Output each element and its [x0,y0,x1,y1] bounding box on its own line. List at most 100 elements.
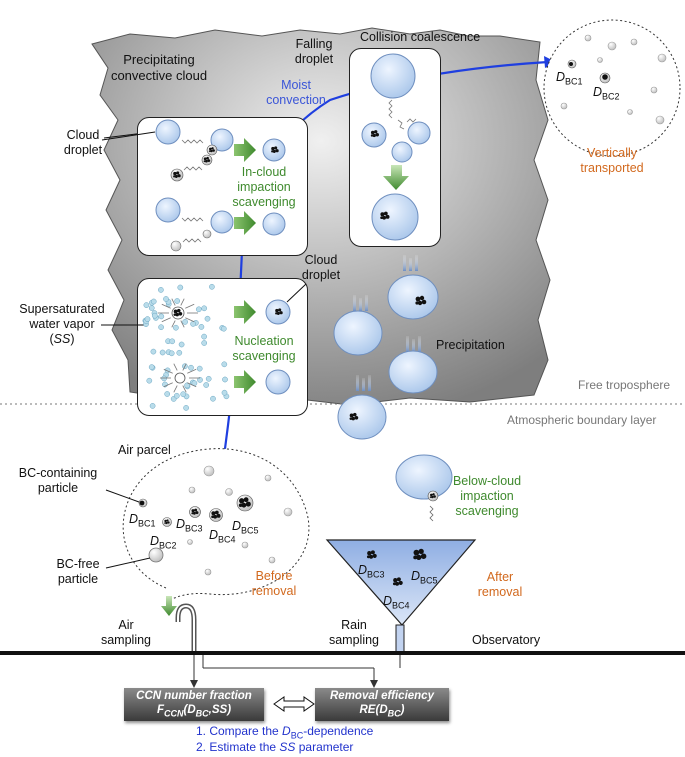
vapor-droplet [150,348,157,355]
ccn-formula: FCCN(DBC,SS) [156,704,232,719]
double-arrow [273,696,315,712]
air-dbc5: DBC5 [232,519,259,536]
vapor-flux-arrow [171,320,176,328]
collision-contents [361,53,431,241]
vapor-flux-arrow [180,320,185,328]
vapor-flux-arrow [171,298,176,306]
vapor-droplet [180,391,187,398]
vapor-droplet [195,306,202,313]
vapor-droplet [222,376,228,383]
vapor-droplet [196,365,203,372]
in-cloud-contents [155,119,286,252]
vapor-droplet [146,377,153,384]
air-parcel-label: Air parcel [118,443,171,457]
vapor-droplet [143,302,150,308]
vapor-droplet [151,312,158,319]
transported-dbc2: DBC2 [593,85,620,102]
ccn-fraction-box: CCN number fraction FCCN(DBC,SS) [124,688,264,721]
re-title: Removal efficiency [330,690,434,702]
air-parcel-outline [122,448,310,612]
vapor-flux-arrow [185,303,195,309]
vapor-droplet [144,316,151,322]
observatory-label: Observatory [472,633,541,647]
air-dbc2: DBC2 [150,534,177,551]
vapor-droplet [158,324,164,331]
rain-dbc3: DBC3 [358,563,385,580]
vapor-droplet [163,296,169,302]
vapor-droplet [183,405,189,411]
re-formula: RE(DBC) [359,704,405,719]
vapor-flux-arrow [187,382,197,388]
vapor-flux-arrow [161,303,171,309]
cloud-droplet-leader [101,131,156,141]
removal-efficiency-box: Removal efficiency RE(DBC) [315,688,449,721]
vapor-droplet [221,389,228,396]
vapor-flux-arrow [173,385,178,393]
vapor-droplet [178,341,185,348]
vapor-flux-arrow [161,317,171,323]
transported-dbc1: DBC1 [556,70,583,87]
vapor-droplet [201,340,208,346]
vapor-droplet [184,382,190,389]
vapor-droplet [148,364,155,370]
vapor-flux-arrow [180,298,185,306]
vapor-flux-arrow [185,317,195,323]
air-parcel-particles [105,465,293,576]
vapor-droplet [173,392,180,399]
vapor-droplet [159,349,166,356]
vapor-droplet [204,315,211,322]
step-estimate: 2. Estimate the SS parameter [196,740,354,754]
vapor-droplet [169,338,176,345]
vapor-droplet [158,287,164,293]
vapor-flux-arrow [182,363,187,371]
step-compare: 1. Compare the DBC-dependence [196,724,374,741]
vapor-droplet [205,375,212,382]
vapor-flux-arrow [187,368,197,374]
vapor-droplet [221,361,228,368]
vapor-flux-arrow [163,382,173,388]
bc-nucleus [171,306,185,320]
boundary-layer-label: Atmospheric boundary layer [507,413,657,427]
result-connectors [193,655,401,683]
vapor-droplet [182,319,188,325]
vapor-droplet [158,313,165,320]
vapor-droplet [220,325,227,332]
ccn-title: CCN number fraction [136,690,252,702]
vapor-droplet [203,382,210,388]
vapor-droplet [210,395,216,402]
vapor-flux-arrow [173,363,178,371]
vapor-droplet [197,377,203,383]
precipitation-label: Precipitation [436,338,505,352]
vapor-flux-arrow [182,385,187,393]
vapor-droplet [190,321,196,327]
air-sampling-arrow [161,596,177,616]
vapor-droplet [176,349,183,356]
precipitation-drops [333,255,453,522]
vapor-droplet [209,283,215,290]
free-troposphere-label: Free troposphere [578,378,671,392]
connector-arrow-right [370,680,378,688]
vapor-droplet [177,284,184,291]
vapor-flux-arrow [163,368,173,374]
vapor-droplet [150,298,157,305]
vapor-droplet [188,364,194,371]
nucleation-contents [101,283,307,411]
ground-line [0,651,685,655]
air-dbc4: DBC4 [209,528,236,545]
connector-arrow-left [190,680,198,688]
vapor-droplet [198,324,205,330]
